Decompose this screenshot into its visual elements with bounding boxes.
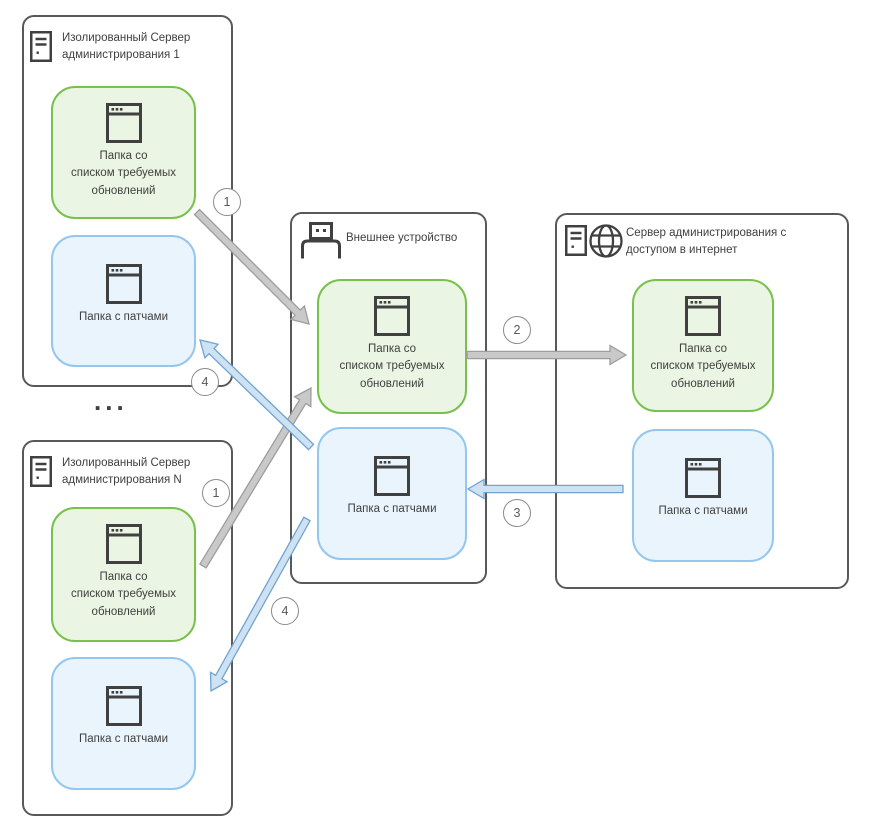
updates-folder-device: Папка со списком требуемых обновлений (317, 279, 467, 414)
window-icon (105, 103, 142, 143)
label-line: списком требуемых (70, 167, 176, 180)
title-line: доступом в интернет (626, 243, 738, 256)
label-line: Папка со (367, 343, 417, 355)
external-device-title: Внешнее устройство (346, 230, 457, 247)
patches-folder-label: Папка с патчами (347, 501, 436, 518)
label-line: Папка со (678, 343, 728, 355)
label-line: Папка со (99, 571, 148, 583)
label-line: списком требуемых (339, 360, 445, 373)
window-icon (685, 296, 721, 336)
patches-folder-servern: Папка с патчами (51, 657, 196, 790)
patches-folder-device: Папка с патчами (317, 427, 467, 560)
updates-folder-label: Папка со списком требуемых обновлений (71, 148, 176, 200)
label-line: Папка с патчами (658, 505, 748, 517)
updates-folder-label: Папка со списком требуемых обновлений (71, 569, 176, 621)
patches-folder-internet: Папка с патчами (632, 429, 774, 562)
updates-folder-internet: Папка со списком требуемых обновлений (632, 279, 774, 412)
window-icon (105, 264, 142, 304)
label-line: списком требуемых (70, 588, 176, 601)
label-line: Папка со (99, 150, 148, 162)
step-badge-1a: 1 (213, 188, 241, 216)
title-line: Изолированный Сервер (62, 32, 191, 44)
label-line: обновлений (91, 184, 156, 197)
server-icon (30, 31, 52, 62)
step-badge-4a: 4 (191, 368, 219, 396)
internet-server-group: Сервер администрирования с доступом в ин… (555, 213, 849, 589)
external-device-group: Внешнее устройство Папка со списком треб… (290, 212, 487, 584)
window-icon (374, 296, 410, 336)
step-badge-4b: 4 (271, 597, 299, 625)
server-icon (565, 225, 587, 256)
server-icon (30, 456, 52, 487)
updates-folder-label: Папка со списком требуемых обновлений (650, 341, 755, 393)
label-line: Папка с патчами (347, 503, 437, 515)
title-line: Изолированный Сервер (62, 457, 191, 469)
title-line: Внешнее устройство (346, 232, 458, 244)
label-line: обновлений (360, 377, 424, 390)
updates-folder-servern: Папка со списком требуемых обновлений (51, 507, 196, 642)
patches-folder-server1: Папка с патчами (51, 235, 196, 367)
step-badge-2: 2 (503, 316, 531, 344)
patches-folder-label: Папка с патчами (79, 309, 168, 326)
isolated-server-n-title: Изолированный Сервер администрирования N (62, 455, 190, 488)
title-line: администрирования N (62, 473, 182, 486)
label-line: списком требуемых (650, 360, 756, 373)
window-icon (105, 524, 142, 564)
label-line: обновлений (91, 605, 156, 618)
internet-server-title: Сервер администрирования с доступом в ин… (626, 225, 786, 258)
updates-folder-server1: Папка со списком требуемых обновлений (51, 86, 196, 219)
usb-drive-icon (301, 222, 341, 259)
step-badge-1b: 1 (202, 479, 230, 507)
window-icon (105, 686, 142, 726)
patches-folder-label: Папка с патчами (658, 503, 747, 520)
step-badge-3: 3 (503, 499, 531, 527)
isolated-server-1-group: Изолированный Сервер администрирования 1… (22, 15, 233, 387)
globe-icon (589, 224, 623, 258)
window-icon (374, 456, 410, 496)
updates-folder-label: Папка со списком требуемых обновлений (339, 341, 444, 393)
window-icon (685, 458, 721, 498)
title-line: администрирования 1 (62, 48, 180, 61)
label-line: Папка с патчами (78, 311, 169, 323)
more-servers-ellipsis: ... (94, 386, 128, 416)
patches-folder-label: Папка с патчами (79, 731, 168, 748)
isolated-server-n-group: Изолированный Сервер администрирования N… (22, 440, 233, 816)
label-line: обновлений (671, 377, 735, 390)
label-line: Папка с патчами (78, 733, 169, 745)
title-line: Сервер администрирования с (626, 227, 787, 239)
isolated-server-1-title: Изолированный Сервер администрирования 1 (62, 30, 190, 63)
